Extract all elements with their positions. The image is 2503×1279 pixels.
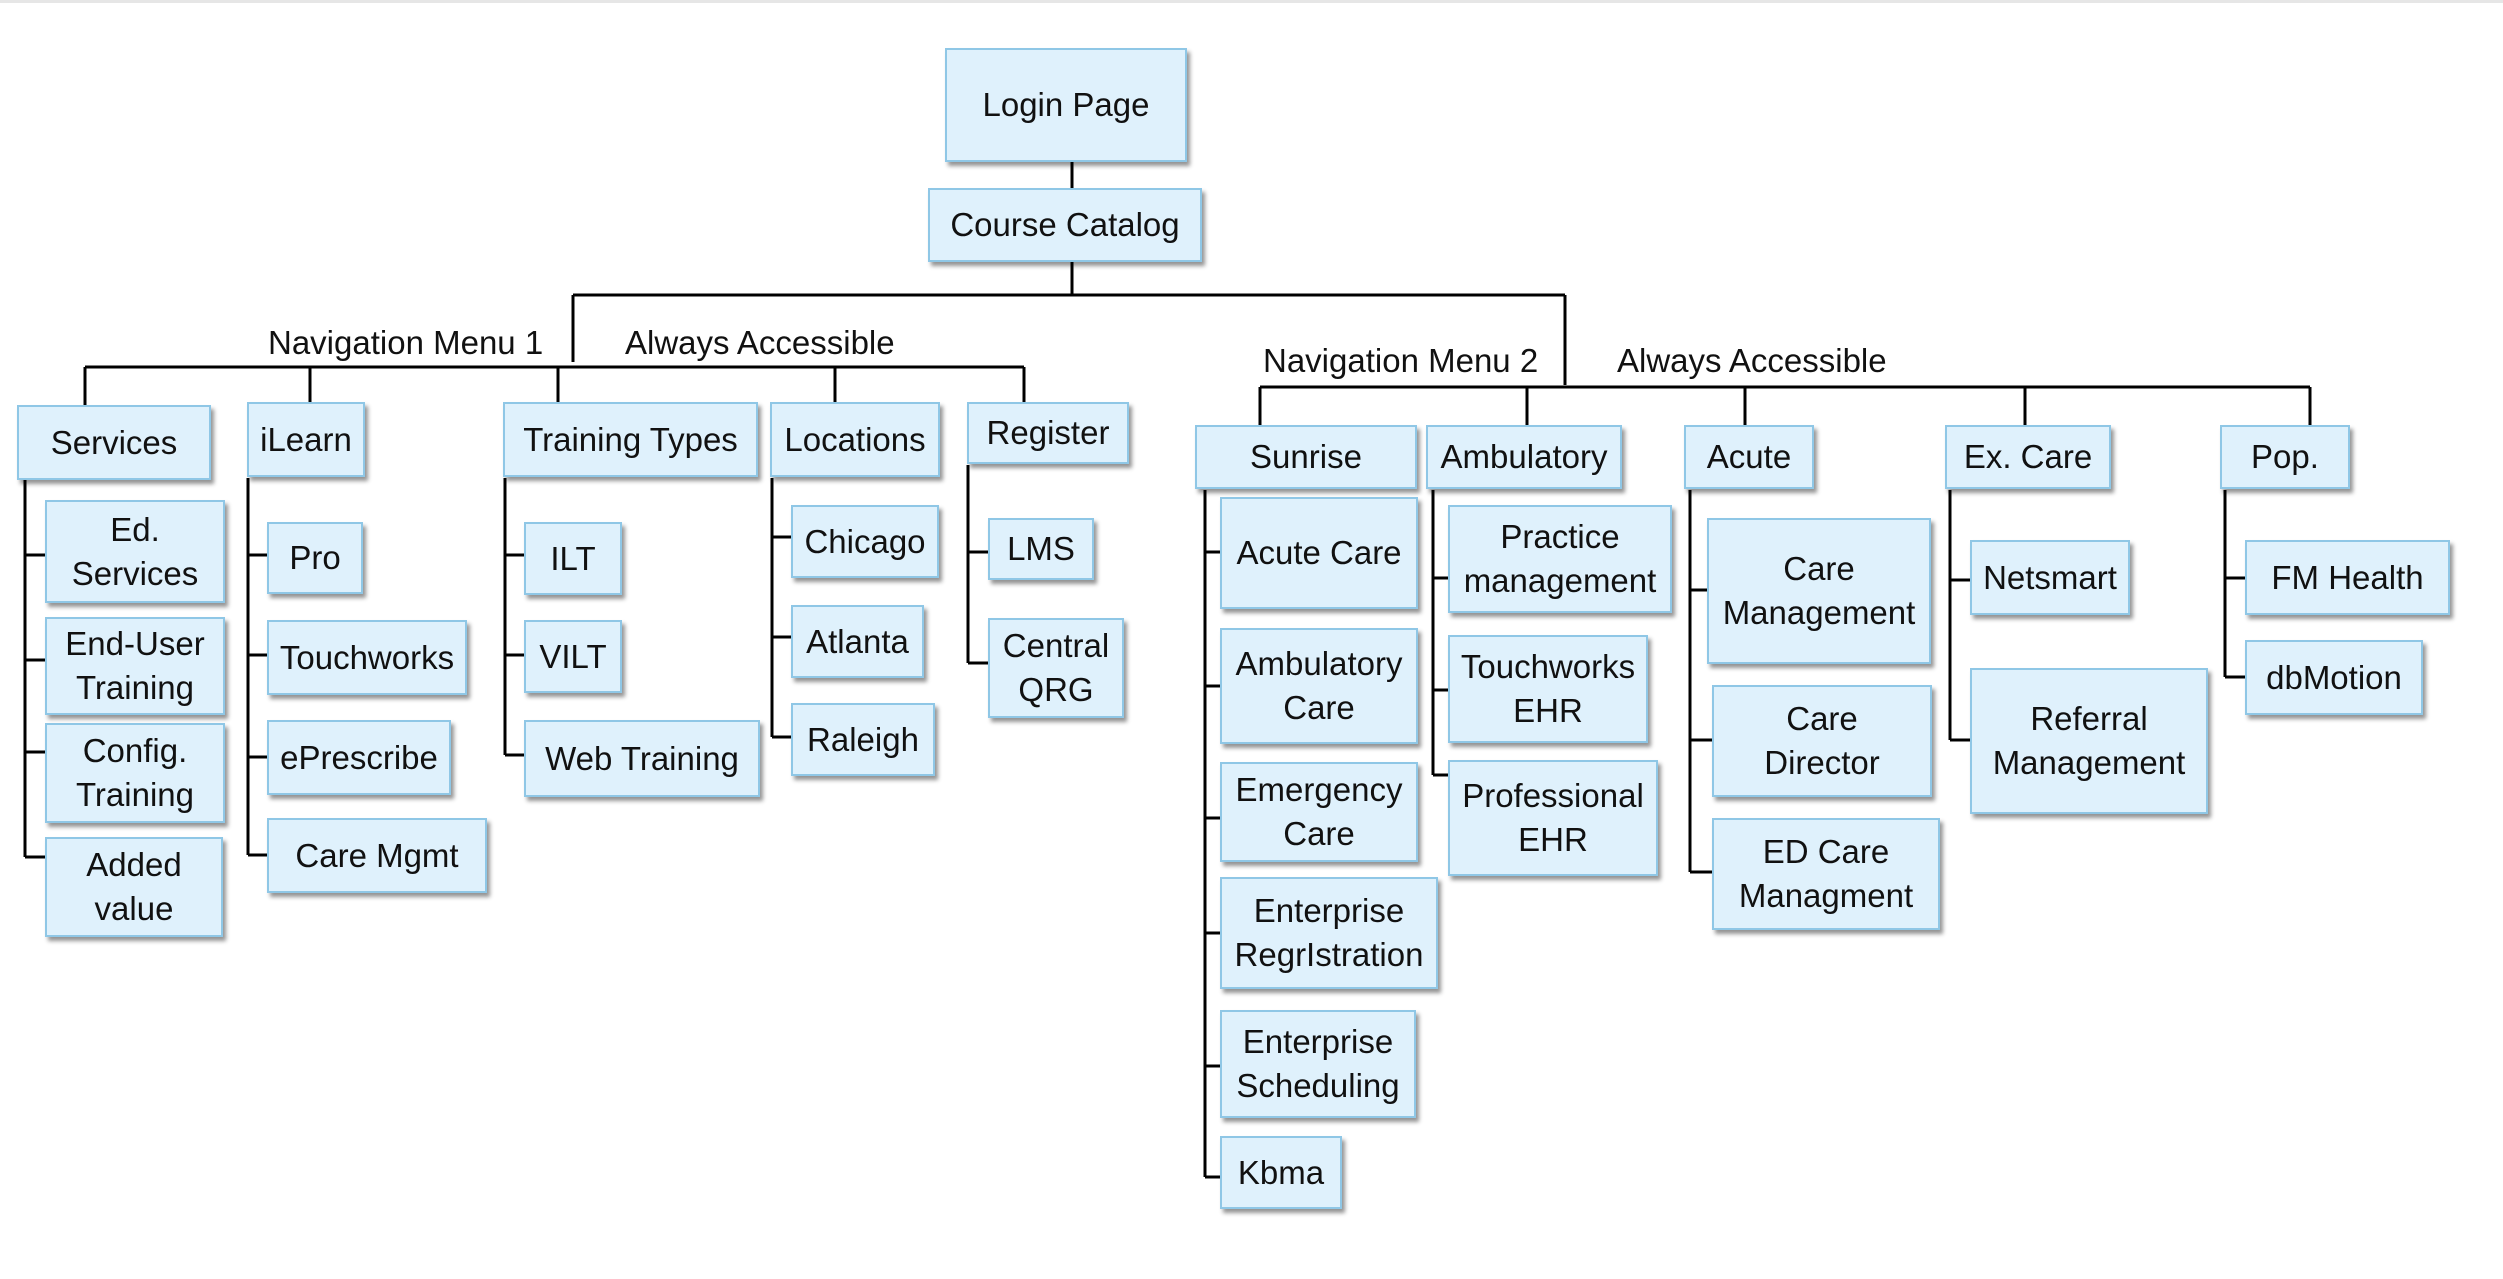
node-dbmotion[interactable]: dbMotion (2245, 640, 2423, 715)
node-ilearn[interactable]: iLearn (247, 402, 365, 477)
always-accessible-label-2: Always Accessible (1617, 342, 1887, 379)
node-locations[interactable]: Locations (770, 402, 940, 477)
node-professional-ehr[interactable]: Professional EHR (1448, 760, 1658, 876)
node-netsmart[interactable]: Netsmart (1970, 540, 2130, 615)
top-divider (0, 0, 2503, 3)
node-acute-care[interactable]: Acute Care (1220, 497, 1418, 609)
node-raleigh[interactable]: Raleigh (791, 703, 935, 776)
always-accessible-label-1: Always Accessible (625, 324, 895, 361)
node-end-user-training[interactable]: End-User Training (45, 617, 225, 715)
node-pro[interactable]: Pro (267, 522, 363, 594)
node-eprescribe[interactable]: ePrescribe (267, 720, 451, 795)
node-care-director[interactable]: Care Director (1712, 685, 1932, 797)
node-register[interactable]: Register (967, 402, 1129, 464)
node-ex-care[interactable]: Ex. Care (1945, 425, 2111, 489)
node-emergency-care[interactable]: Emergency Care (1220, 762, 1418, 862)
node-pop[interactable]: Pop. (2220, 425, 2350, 489)
node-ambulatory-care[interactable]: Ambulatory Care (1220, 628, 1418, 744)
node-atlanta[interactable]: Atlanta (791, 605, 924, 678)
node-touchworks[interactable]: Touchworks (267, 620, 467, 695)
node-fm-health[interactable]: FM Health (2245, 540, 2450, 615)
nav-menu-2-label: Navigation Menu 2 (1263, 342, 1539, 379)
node-sunrise[interactable]: Sunrise (1195, 425, 1417, 489)
node-chicago[interactable]: Chicago (791, 505, 939, 578)
node-course-catalog[interactable]: Course Catalog (928, 188, 1202, 262)
node-ilt[interactable]: ILT (524, 522, 622, 595)
node-referral-management[interactable]: Referral Management (1970, 668, 2208, 814)
node-enterprise-registration[interactable]: Enterprise RegrIstration (1220, 877, 1438, 989)
node-enterprise-scheduling[interactable]: Enterprise Scheduling (1220, 1010, 1416, 1118)
node-services[interactable]: Services (17, 405, 211, 480)
node-ed-care-managment[interactable]: ED Care Managment (1712, 818, 1940, 930)
node-touchworks-ehr[interactable]: Touchworks EHR (1448, 635, 1648, 743)
node-config-training[interactable]: Config. Training (45, 723, 225, 823)
node-ambulatory[interactable]: Ambulatory (1426, 425, 1622, 489)
node-acute[interactable]: Acute (1684, 425, 1814, 489)
node-central-qrg[interactable]: Central QRG (988, 618, 1124, 718)
node-training-types[interactable]: Training Types (503, 402, 758, 477)
node-kbma[interactable]: Kbma (1220, 1136, 1342, 1209)
node-care-mgmt[interactable]: Care Mgmt (267, 818, 487, 893)
nav-menu-1-label: Navigation Menu 1 (268, 324, 544, 361)
node-login-page[interactable]: Login Page (945, 48, 1187, 162)
node-web-training[interactable]: Web Training (524, 720, 760, 797)
node-added-value[interactable]: Added value (45, 837, 223, 937)
node-ed-services[interactable]: Ed. Services (45, 500, 225, 603)
node-vilt[interactable]: VILT (524, 620, 622, 693)
node-practice-management[interactable]: Practice management (1448, 505, 1672, 613)
node-lms[interactable]: LMS (988, 518, 1094, 580)
node-care-management[interactable]: Care Management (1707, 518, 1931, 664)
